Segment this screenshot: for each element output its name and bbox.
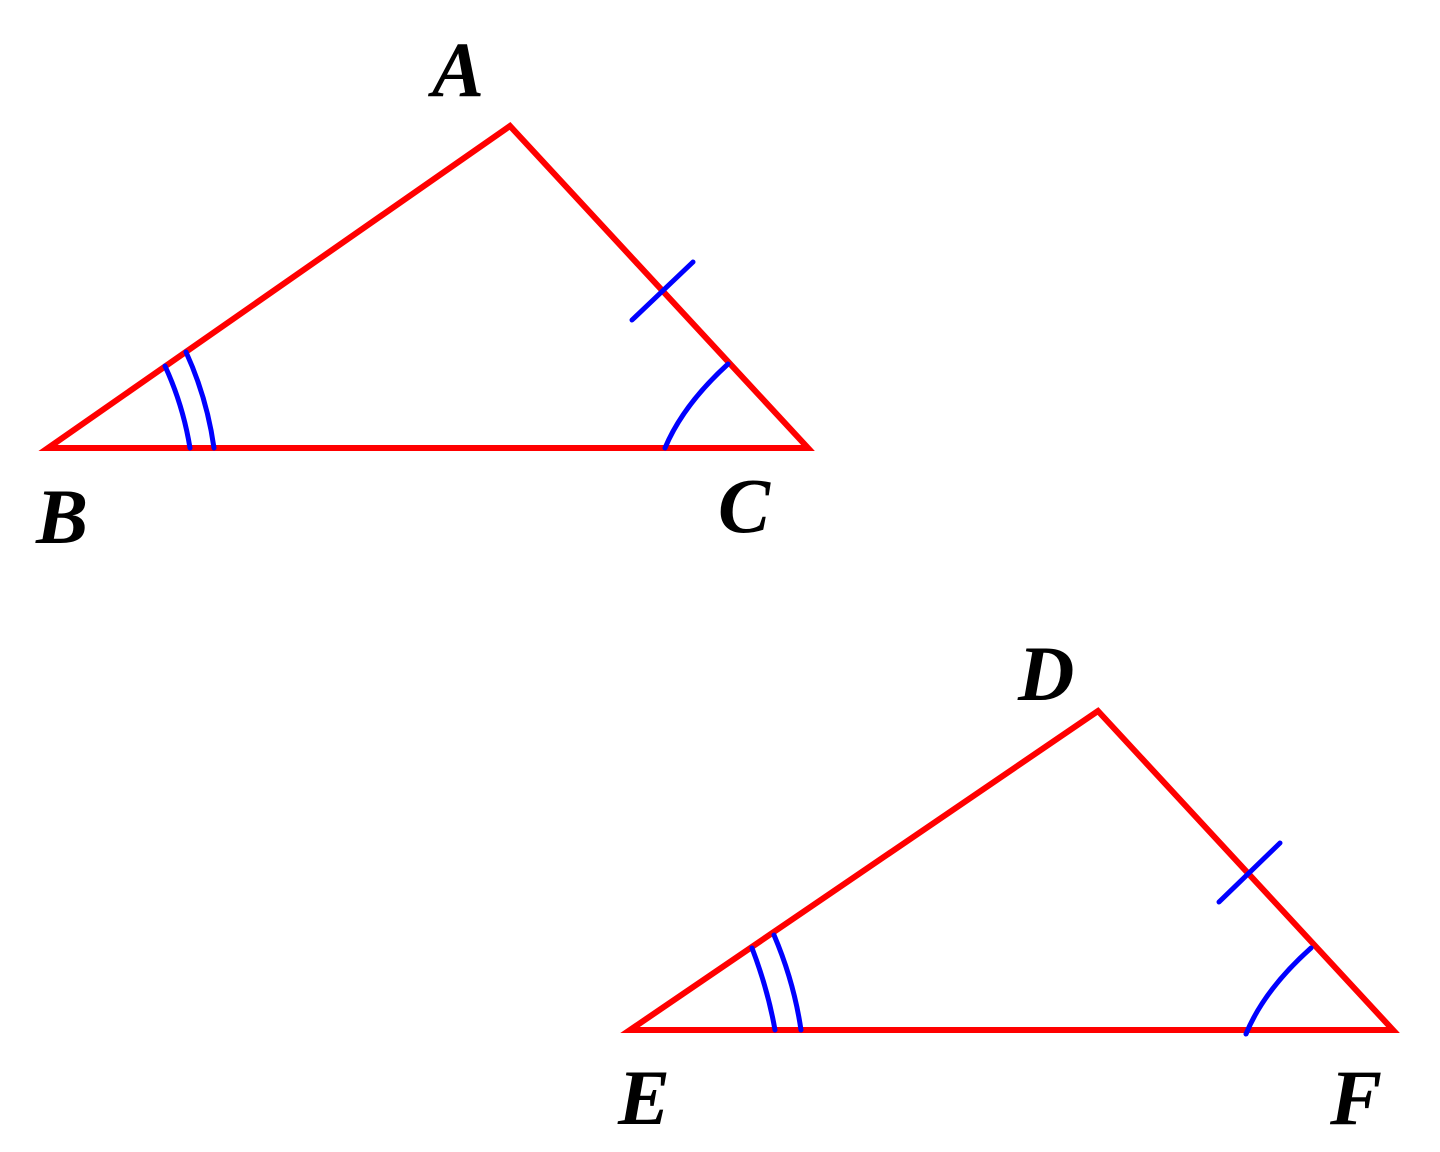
vertex-label-f: F	[1329, 1054, 1382, 1141]
triangle-def: D E F	[617, 630, 1400, 1141]
triangle-abc-sides	[38, 122, 815, 451]
vertex-label-c: C	[718, 462, 771, 549]
triangle-def-sides	[620, 707, 1400, 1033]
vertex-label-a: A	[427, 26, 484, 113]
triangle-abc: A B C	[35, 26, 815, 560]
angle-c-arc-icon	[662, 361, 731, 451]
side-df-tick-icon	[1216, 840, 1283, 905]
angle-e-arc-outer-icon	[771, 932, 804, 1033]
side-ac-tick-icon	[629, 259, 696, 323]
vertex-label-d: D	[1017, 630, 1074, 717]
angle-b-arc-outer-icon	[183, 349, 217, 451]
vertex-label-b: B	[35, 473, 88, 560]
angle-b-arc-inner-icon	[162, 363, 193, 451]
angle-f-arc-icon	[1243, 945, 1314, 1037]
angle-e-arc-inner-icon	[749, 945, 778, 1033]
vertex-label-e: E	[617, 1054, 670, 1141]
